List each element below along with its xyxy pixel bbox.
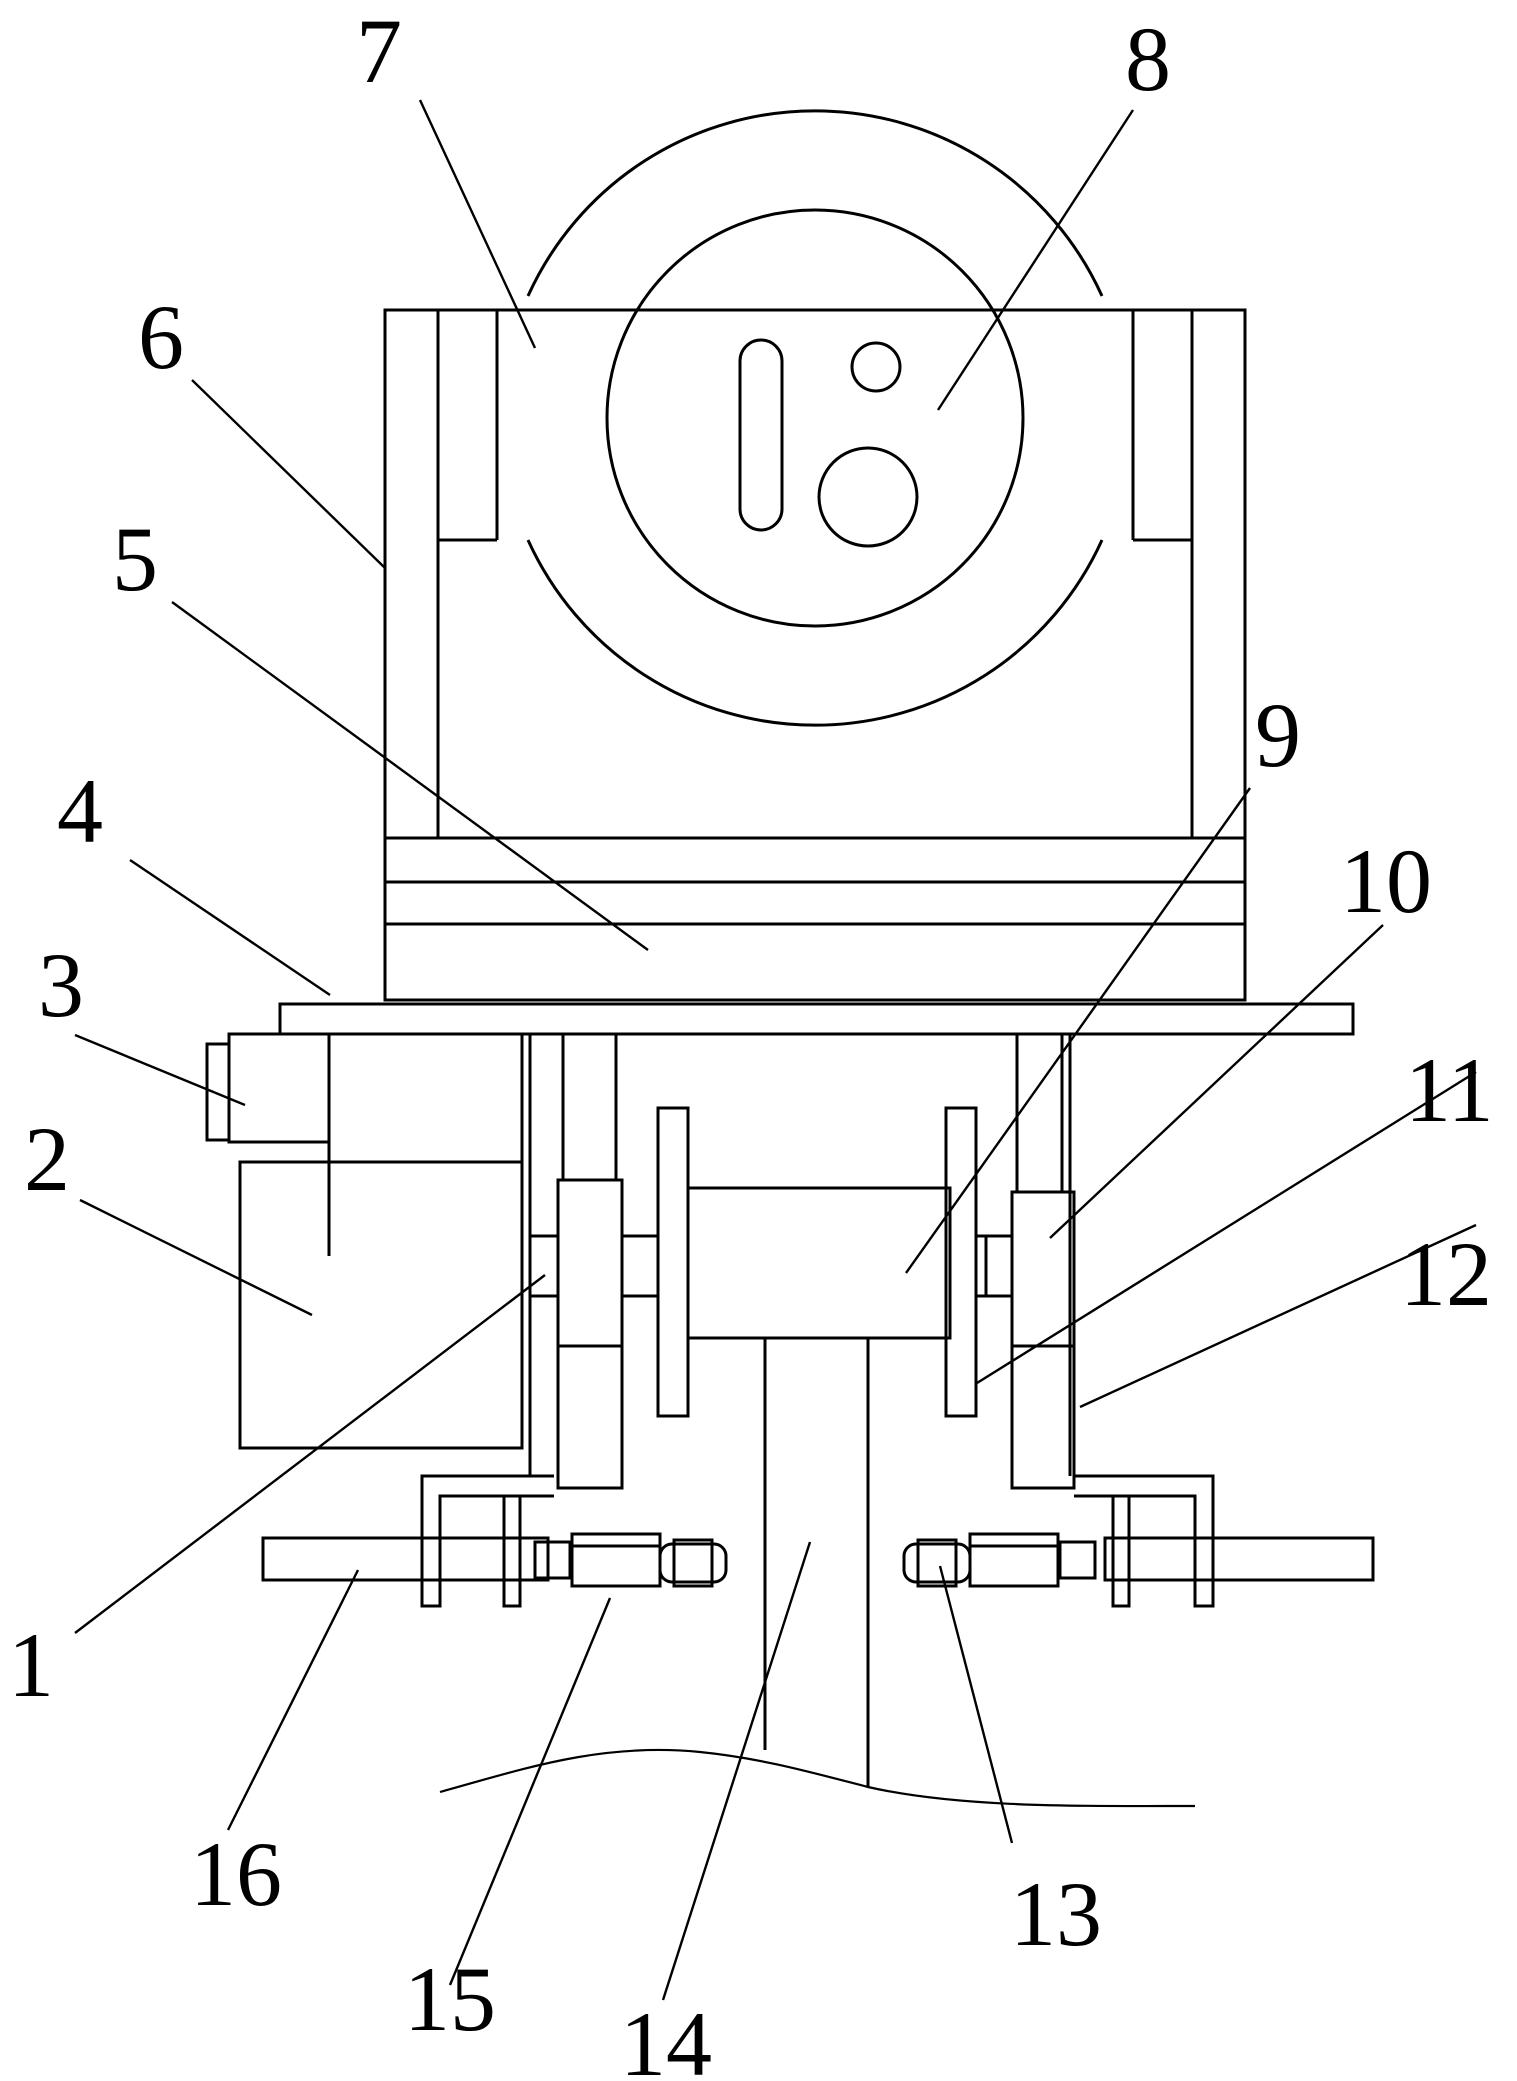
label-8: 8 (1125, 8, 1171, 110)
label-14: 14 (620, 1993, 712, 2081)
right-bracket (984, 1034, 1076, 1490)
label-9: 9 (1255, 684, 1301, 786)
label-2: 2 (24, 1108, 70, 1210)
lamp-head (605, 208, 1025, 628)
label-11: 11 (1405, 1039, 1494, 1141)
right-clamp (902, 1474, 1375, 1608)
label-12: 12 (1400, 1223, 1492, 1325)
label-5: 5 (112, 508, 158, 610)
label-1: 1 (8, 1614, 54, 1716)
label-6: 6 (138, 286, 184, 388)
rotating-ring (497, 109, 1133, 727)
side-connector (205, 1032, 331, 1144)
left-bracket (528, 1034, 624, 1490)
label-7: 7 (356, 0, 402, 102)
left-clamp (261, 1474, 728, 1608)
label-3: 3 (38, 934, 84, 1036)
housing-frame (383, 308, 1247, 1002)
part-labels: 7 8 6 5 4 3 2 1 9 10 11 12 13 14 15 16 (8, 0, 1494, 2081)
label-15: 15 (404, 1948, 496, 2050)
label-13: 13 (1010, 1863, 1102, 1965)
leader-lines (74, 99, 1477, 2001)
label-4: 4 (57, 760, 103, 862)
cable-drum (622, 1106, 1012, 1418)
ground-line (439, 1748, 1196, 1808)
base-block (385, 836, 1245, 926)
label-16: 16 (190, 1823, 282, 1925)
motor-box (238, 1034, 524, 1450)
mounting-plate (278, 1002, 1355, 1036)
label-10: 10 (1340, 830, 1432, 932)
